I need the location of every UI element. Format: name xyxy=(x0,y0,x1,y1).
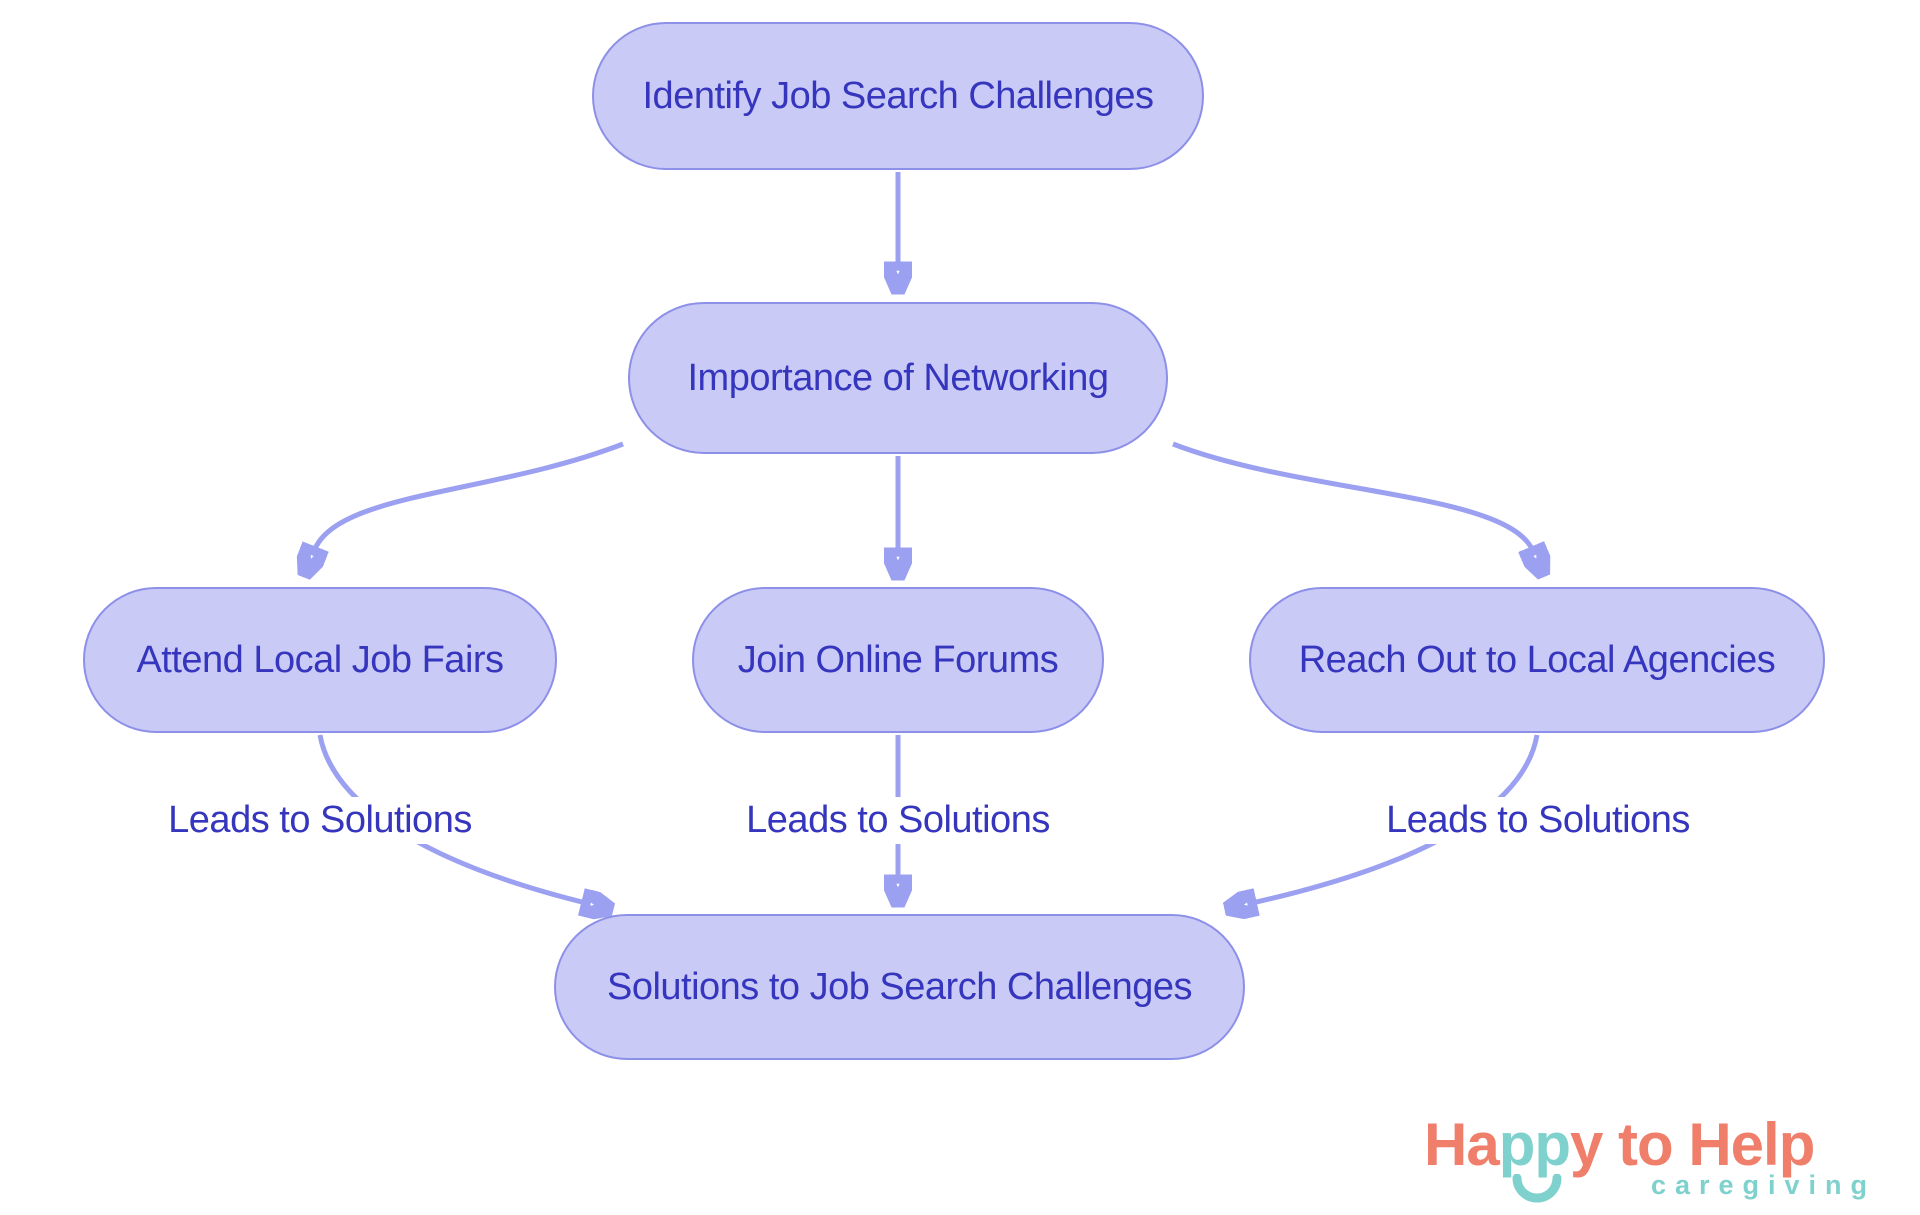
edge-label-leads-to-solutions-left: Leads to Solutions xyxy=(158,797,482,844)
logo-tagline: caregiving xyxy=(1650,1170,1876,1200)
node-identify-job-search-challenges: Identify Job Search Challenges xyxy=(592,22,1204,170)
logo-word-suffix: y to Help xyxy=(1570,1111,1815,1178)
logo-word-accent: pp xyxy=(1498,1111,1571,1178)
happy-to-help-logo: Happy to Help caregiving xyxy=(1424,1112,1876,1203)
node-solutions-to-job-search-challenges: Solutions to Job Search Challenges xyxy=(554,914,1245,1060)
edge-networking-to-fairs xyxy=(314,441,624,551)
node-reach-out-to-local-agencies: Reach Out to Local Agencies xyxy=(1249,587,1825,733)
logo-wordmark: Happy to Help xyxy=(1424,1112,1876,1178)
node-label: Attend Local Job Fairs xyxy=(136,638,504,681)
node-label: Solutions to Job Search Challenges xyxy=(606,965,1193,1008)
node-label: Join Online Forums xyxy=(737,638,1059,681)
smile-icon xyxy=(1512,1174,1562,1203)
node-label: Importance of Networking xyxy=(687,356,1109,399)
node-attend-local-job-fairs: Attend Local Job Fairs xyxy=(83,587,557,733)
logo-word-prefix: Ha xyxy=(1424,1111,1500,1178)
edge-networking-to-agencies xyxy=(1172,441,1533,551)
node-join-online-forums: Join Online Forums xyxy=(692,587,1104,733)
edge-label-leads-to-solutions-right: Leads to Solutions xyxy=(1376,797,1700,844)
node-importance-of-networking: Importance of Networking xyxy=(628,302,1168,454)
edge-label-leads-to-solutions-middle: Leads to Solutions xyxy=(736,797,1060,844)
node-label: Reach Out to Local Agencies xyxy=(1298,638,1776,681)
node-label: Identify Job Search Challenges xyxy=(642,74,1155,117)
